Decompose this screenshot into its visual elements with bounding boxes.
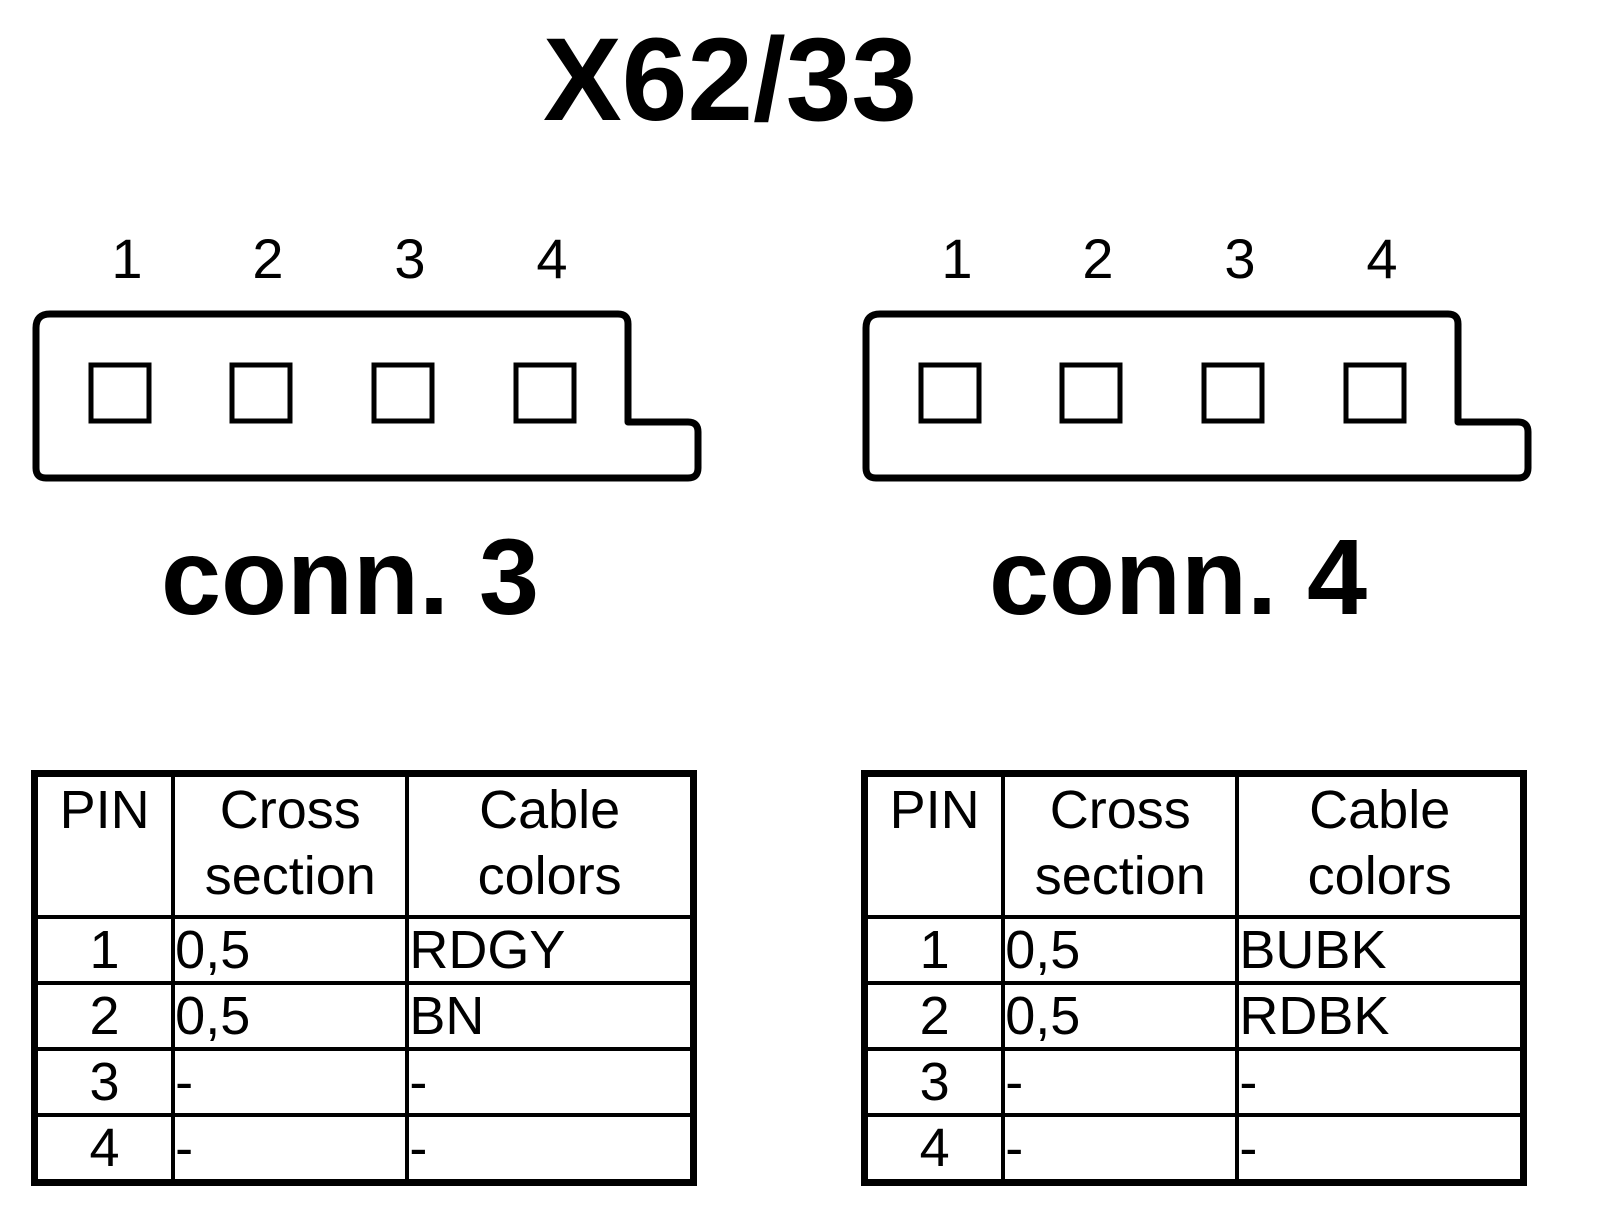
header-cross-section: Cross section [1001,771,1240,919]
cell-cable-color: BUBK [1235,915,1526,985]
conn3-pin-socket-2 [229,362,293,424]
cell-cross-section: - [1001,1047,1240,1117]
connector-3-label: conn. 3 [160,516,540,637]
conn3-pin-socket-1 [88,362,152,424]
connector-4-outline [862,310,1532,482]
conn4-pin-table: PIN Cross section Cable colors 1 0,5 BUB… [861,770,1527,1186]
conn4-pin-number-1: 1 [941,227,973,290]
conn3-pin-socket-3 [371,362,435,424]
cell-pin: 4 [862,1113,1006,1185]
conn4-pin-socket-3 [1201,362,1265,424]
cell-cross-section: 0,5 [1001,981,1240,1051]
cell-cable-color: - [405,1113,696,1185]
conn3-pin-table: PIN Cross section Cable colors 1 0,5 RDG… [31,770,697,1186]
table-row: 3 - - [862,1047,1526,1117]
header-pin: PIN [862,771,1006,919]
header-cross-section: Cross section [171,771,410,919]
conn4-pin-number-3: 3 [1224,227,1256,290]
header-cable-colors: Cable colors [405,771,696,919]
table-row: 3 - - [32,1047,696,1117]
table-row: 1 0,5 BUBK [862,915,1526,985]
cell-cross-section: 0,5 [171,981,410,1051]
cell-pin: 1 [862,915,1006,985]
table-header-row: PIN Cross section Cable colors [862,771,1526,919]
table-row: 2 0,5 BN [32,981,696,1051]
cell-cross-section: - [171,1113,410,1185]
cell-cable-color: - [1235,1047,1526,1117]
connector-3-housing [32,310,702,482]
cell-pin: 3 [862,1047,1006,1117]
conn3-pin-socket-4 [513,362,577,424]
table-header-row: PIN Cross section Cable colors [32,771,696,919]
cell-pin: 3 [32,1047,176,1117]
table-row: 4 - - [862,1113,1526,1185]
conn4-pin-number-4: 4 [1366,227,1398,290]
cell-cross-section: - [1001,1113,1240,1185]
table-row: 1 0,5 RDGY [32,915,696,985]
cell-pin: 2 [32,981,176,1051]
conn4-pin-socket-2 [1059,362,1123,424]
table-row: 4 - - [32,1113,696,1185]
conn4-pin-socket-4 [1343,362,1407,424]
conn4-pin-number-2: 2 [1082,227,1114,290]
cell-pin: 4 [32,1113,176,1185]
conn3-pin-number-2: 2 [252,227,284,290]
cell-cable-color: - [405,1047,696,1117]
cell-cross-section: - [171,1047,410,1117]
conn3-pin-number-1: 1 [111,227,143,290]
conn4-pin-socket-1 [918,362,982,424]
connector-3-outline [32,310,702,482]
diagram-title: X62/33 [543,14,917,146]
cell-cable-color: RDGY [405,915,696,985]
header-cable-colors: Cable colors [1235,771,1526,919]
table-row: 2 0,5 RDBK [862,981,1526,1051]
cell-pin: 2 [862,981,1006,1051]
connector-4-label: conn. 4 [988,516,1368,637]
connector-4-housing [862,310,1532,482]
cell-cable-color: BN [405,981,696,1051]
cell-cable-color: - [1235,1113,1526,1185]
conn3-pin-number-3: 3 [394,227,426,290]
cell-cable-color: RDBK [1235,981,1526,1051]
cell-pin: 1 [32,915,176,985]
cell-cross-section: 0,5 [1001,915,1240,985]
header-pin: PIN [32,771,176,919]
conn3-pin-number-4: 4 [536,227,568,290]
cell-cross-section: 0,5 [171,915,410,985]
